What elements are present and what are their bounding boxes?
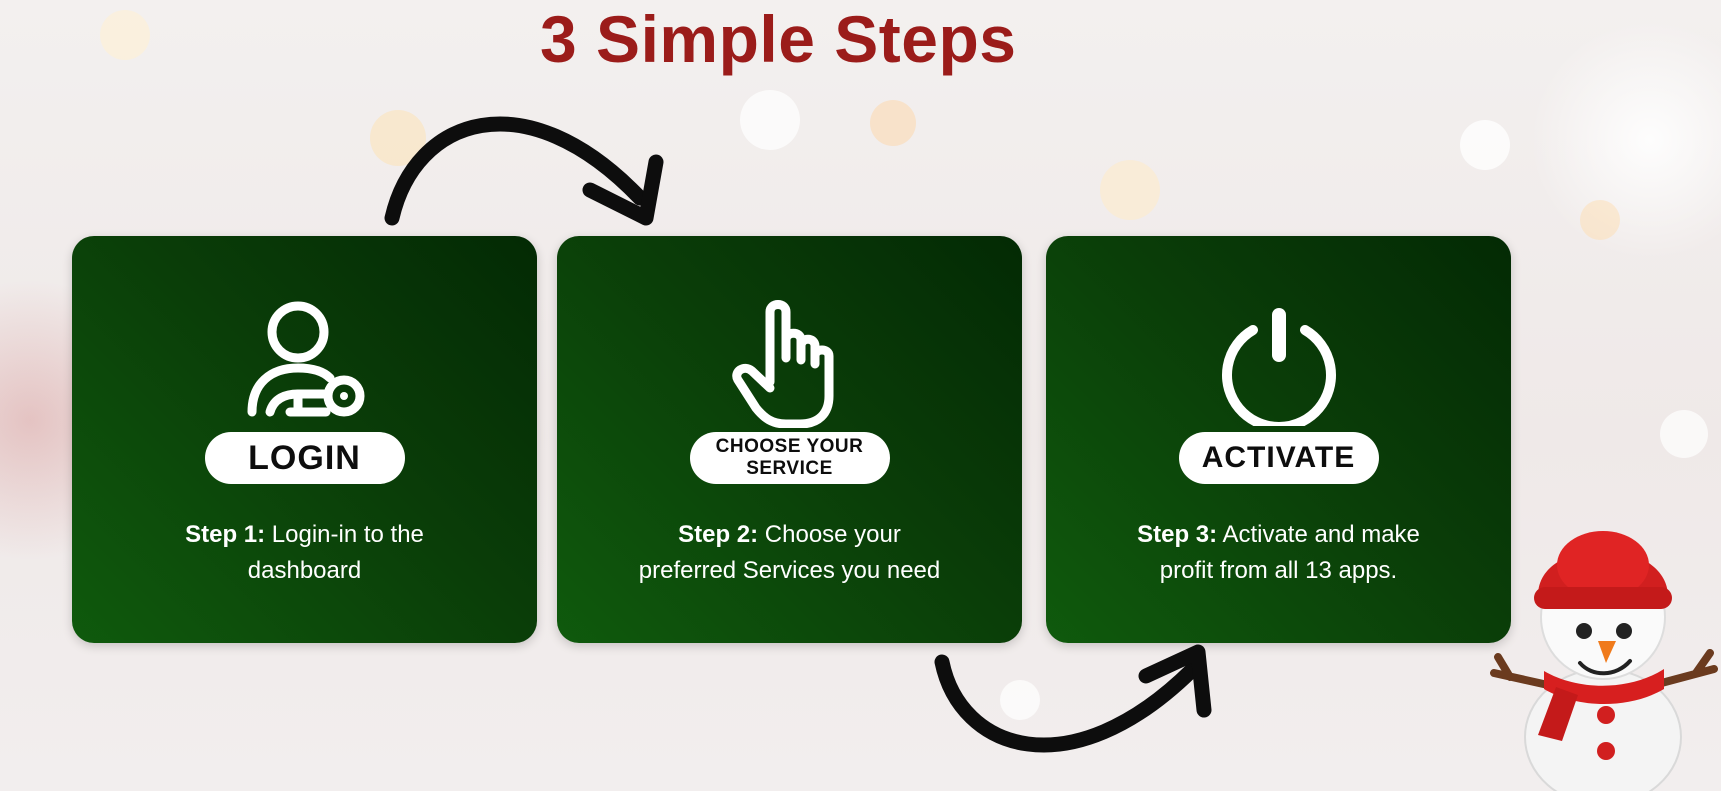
activate-badge: ACTIVATE: [1178, 432, 1379, 484]
step-2-label: Step 2:: [678, 521, 759, 548]
bokeh-light: [870, 100, 916, 146]
pointing-hand-icon: [731, 300, 833, 428]
step-card-choose-service[interactable]: CHOOSE YOUR SERVICE Step 2: Choose your …: [557, 236, 1022, 643]
choose-service-badge-line1: CHOOSE YOUR: [715, 436, 864, 457]
step-1-description: Step 1: Login-in to the dashboard: [102, 517, 507, 589]
step-3-text-line2: profit from all 13 apps.: [1159, 557, 1398, 584]
step-3-text: Activate and make: [1217, 521, 1420, 548]
bokeh-light: [740, 90, 800, 150]
step-3-label: Step 3:: [1137, 521, 1218, 548]
step-3-description: Step 3: Activate and make profit from al…: [1076, 517, 1481, 589]
bokeh-light: [100, 10, 150, 60]
curved-arrow-icon: [934, 644, 1212, 753]
step-2-description: Step 2: Choose your preferred Services y…: [587, 517, 992, 589]
step-1-label: Step 1:: [185, 521, 266, 548]
step-2-text: Choose your: [758, 521, 901, 548]
choose-service-badge: CHOOSE YOUR SERVICE: [689, 432, 890, 484]
user-key-icon: [247, 301, 364, 417]
bokeh-light: [1460, 120, 1510, 170]
choose-service-badge-line2: SERVICE: [746, 458, 833, 479]
step-1-text-line2: dashboard: [247, 557, 362, 584]
bokeh-light: [1660, 410, 1708, 458]
login-badge: LOGIN: [204, 432, 405, 484]
snowman-icon: [1490, 531, 1718, 791]
step-2-text-line2: preferred Services you need: [638, 557, 941, 584]
bokeh-light: [1100, 160, 1160, 220]
step-card-login[interactable]: LOGIN Step 1: Login-in to the dashboard: [72, 236, 537, 643]
bokeh-light: [1580, 200, 1620, 240]
step-card-activate[interactable]: ACTIVATE Step 3: Activate and make profi…: [1046, 236, 1511, 643]
power-icon: [1221, 308, 1336, 426]
step-1-text: Login-in to the: [265, 521, 424, 548]
curved-arrow-icon: [384, 116, 664, 226]
page-title: 3 Simple Steps: [540, 2, 1017, 76]
